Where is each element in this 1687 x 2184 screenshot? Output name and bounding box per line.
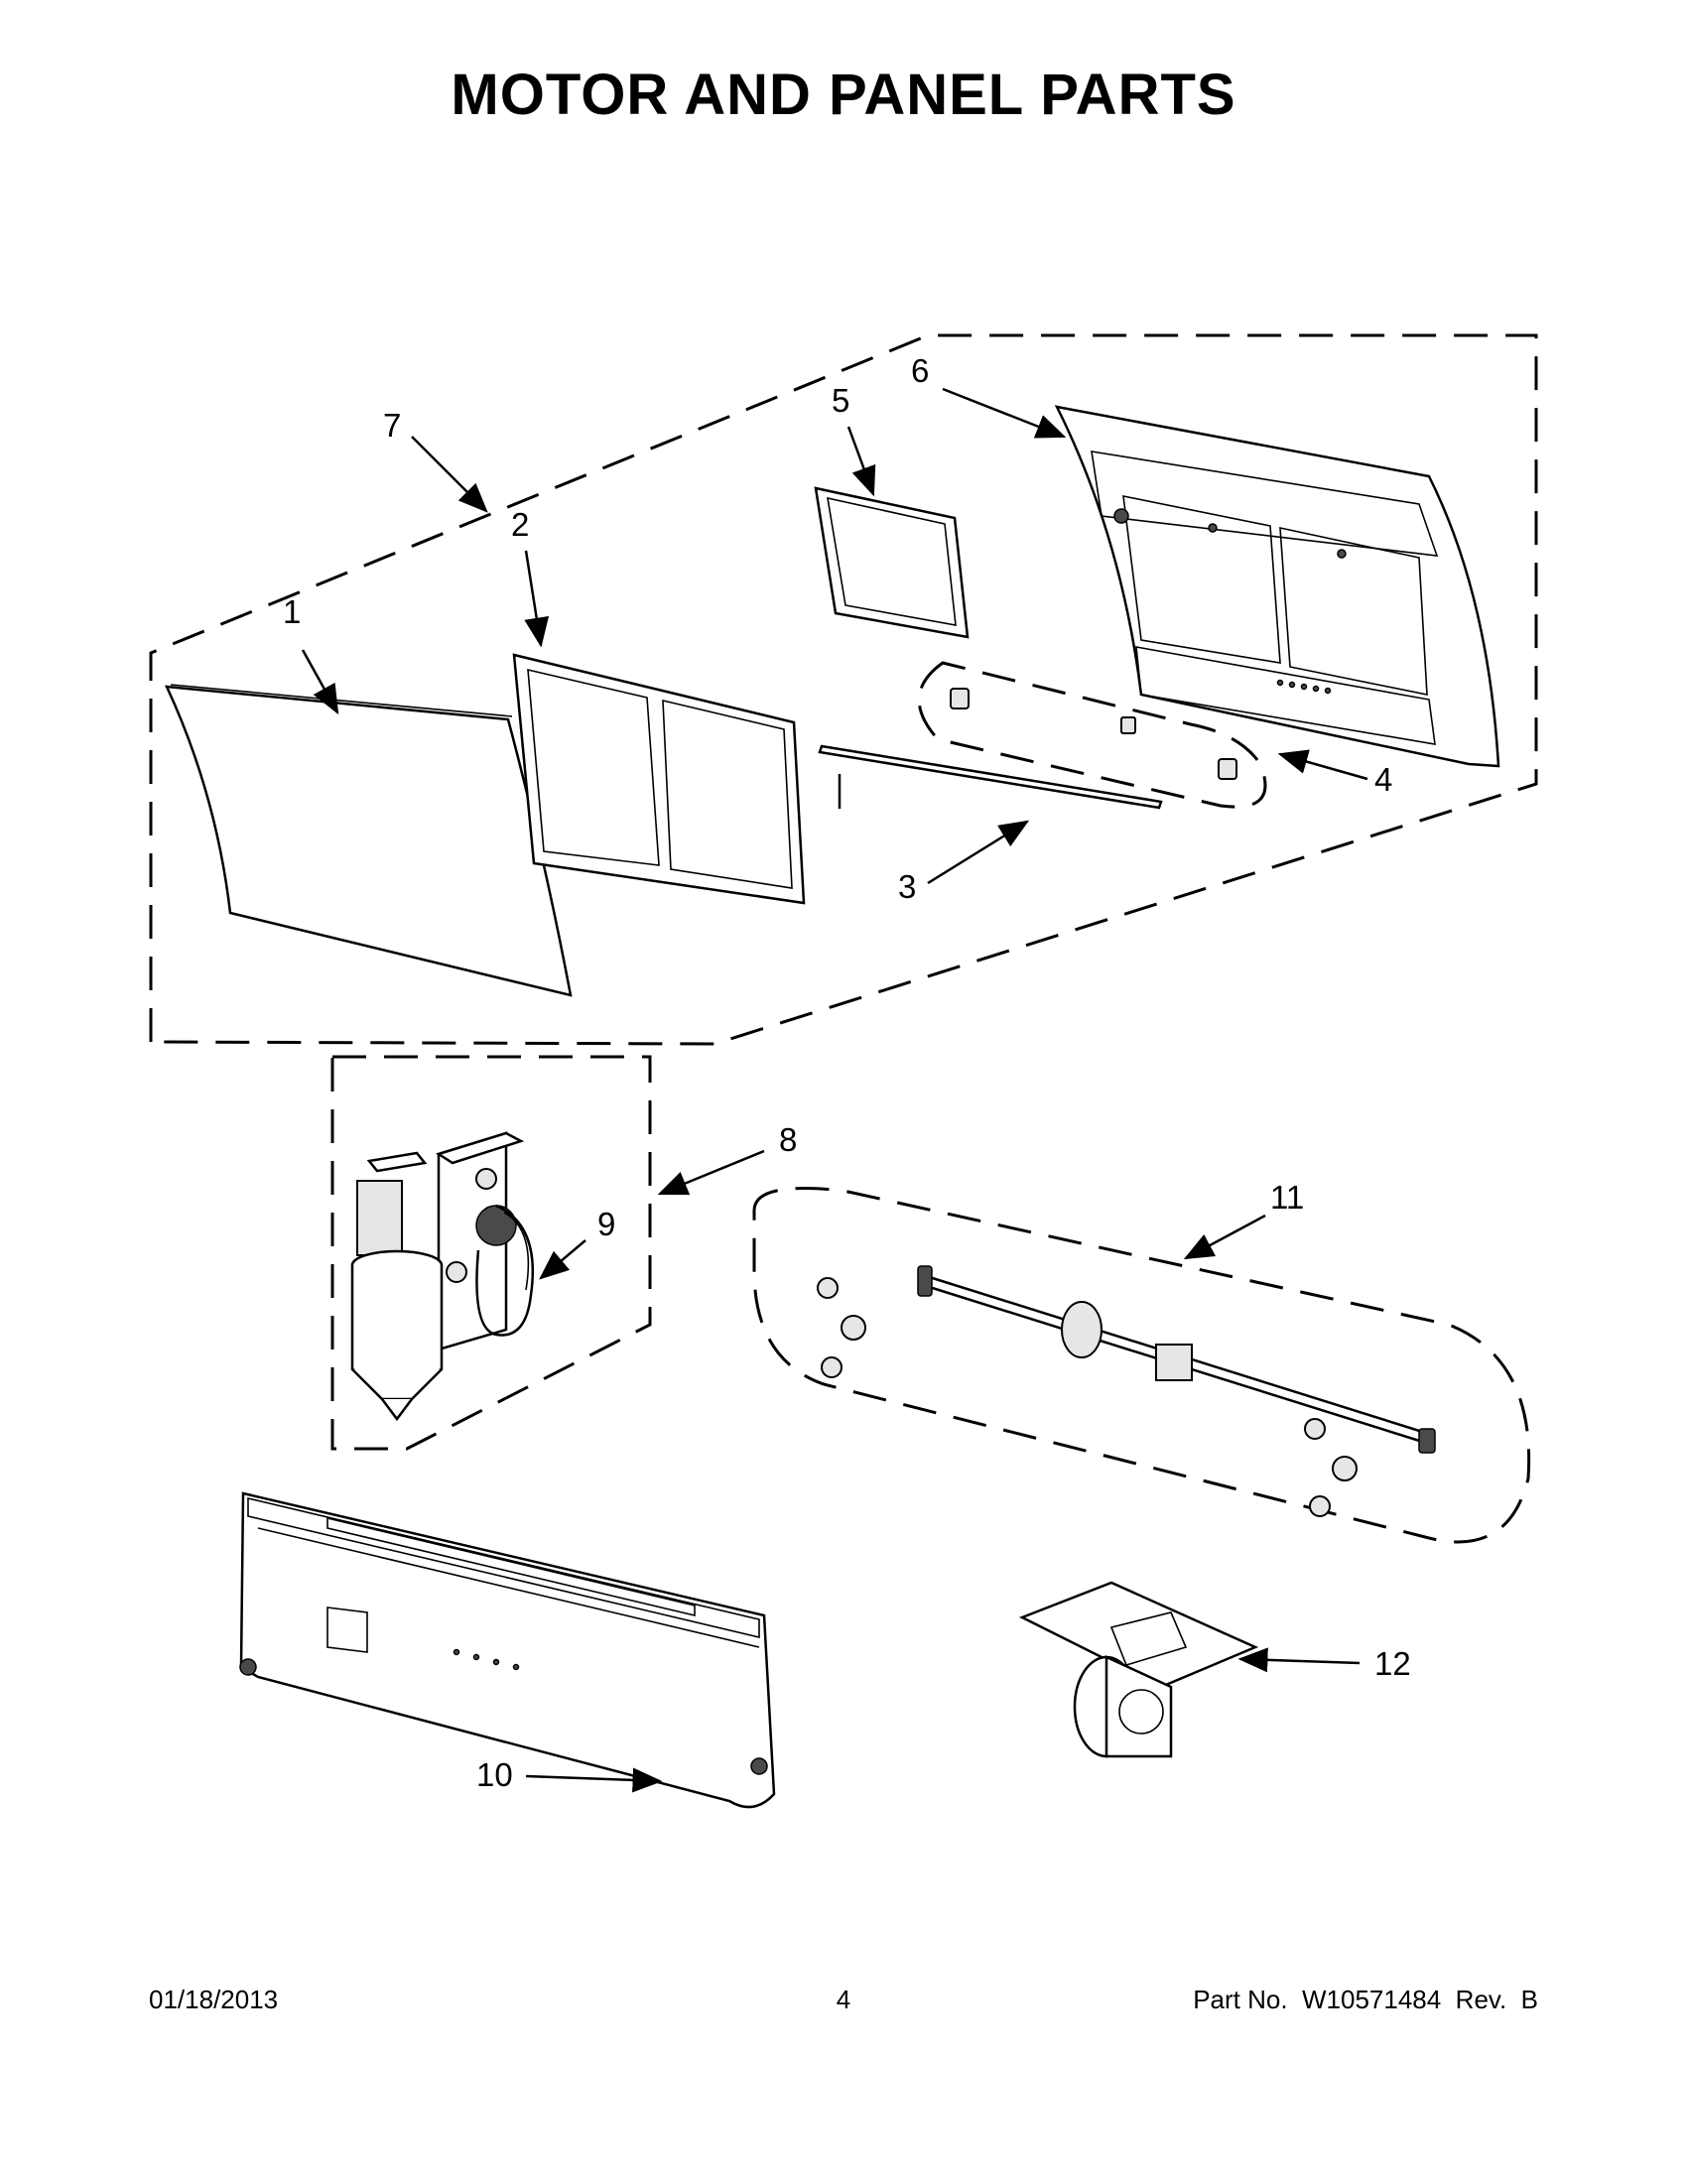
- part-12-blower[interactable]: [1018, 1581, 1259, 1758]
- callout-7: 7: [383, 407, 401, 444]
- footer-date: 01/18/2013: [149, 1985, 279, 2014]
- part-6-control-panel[interactable]: [1054, 405, 1500, 768]
- part-11-drive-shaft[interactable]: [817, 1265, 1436, 1517]
- callout-6: 6: [911, 352, 929, 389]
- footer-page-number: 4: [836, 1985, 851, 2014]
- assembly-8-boundary: [330, 1055, 652, 1451]
- part-2-filter-frame[interactable]: [512, 653, 806, 905]
- leader-lines: [301, 387, 1368, 1793]
- part-5-small-filter[interactable]: [814, 486, 970, 639]
- part-4-control-knobs[interactable]: [917, 661, 1267, 809]
- callout-3: 3: [898, 868, 916, 905]
- callout-12: 12: [1374, 1645, 1411, 1682]
- callout-8: 8: [779, 1121, 797, 1158]
- part-3-trim-strip[interactable]: [818, 744, 1163, 810]
- assembly-11-boundary: [752, 1187, 1531, 1544]
- callout-4: 4: [1374, 761, 1392, 798]
- page-title: MOTOR AND PANEL PARTS: [451, 63, 1236, 127]
- callout-10: 10: [476, 1756, 513, 1793]
- callout-9: 9: [597, 1206, 615, 1242]
- assembly-7-boundary: [149, 333, 1538, 1046]
- footer-part-number: Part No. W10571484 Rev. B: [1193, 1985, 1538, 2014]
- callout-5: 5: [832, 382, 849, 419]
- part-9-drive-belt[interactable]: [475, 1204, 535, 1337]
- callout-labels: 1 2 3 4 5 6 7 8 9 10 11 12: [283, 352, 1411, 1793]
- motor-assembly[interactable]: [350, 1131, 525, 1422]
- callout-11: 11: [1270, 1179, 1304, 1216]
- callout-2: 2: [511, 506, 529, 543]
- callout-1: 1: [283, 593, 301, 630]
- part-1-glass-panel[interactable]: [164, 684, 573, 997]
- part-10-housing-frame[interactable]: [239, 1491, 776, 1809]
